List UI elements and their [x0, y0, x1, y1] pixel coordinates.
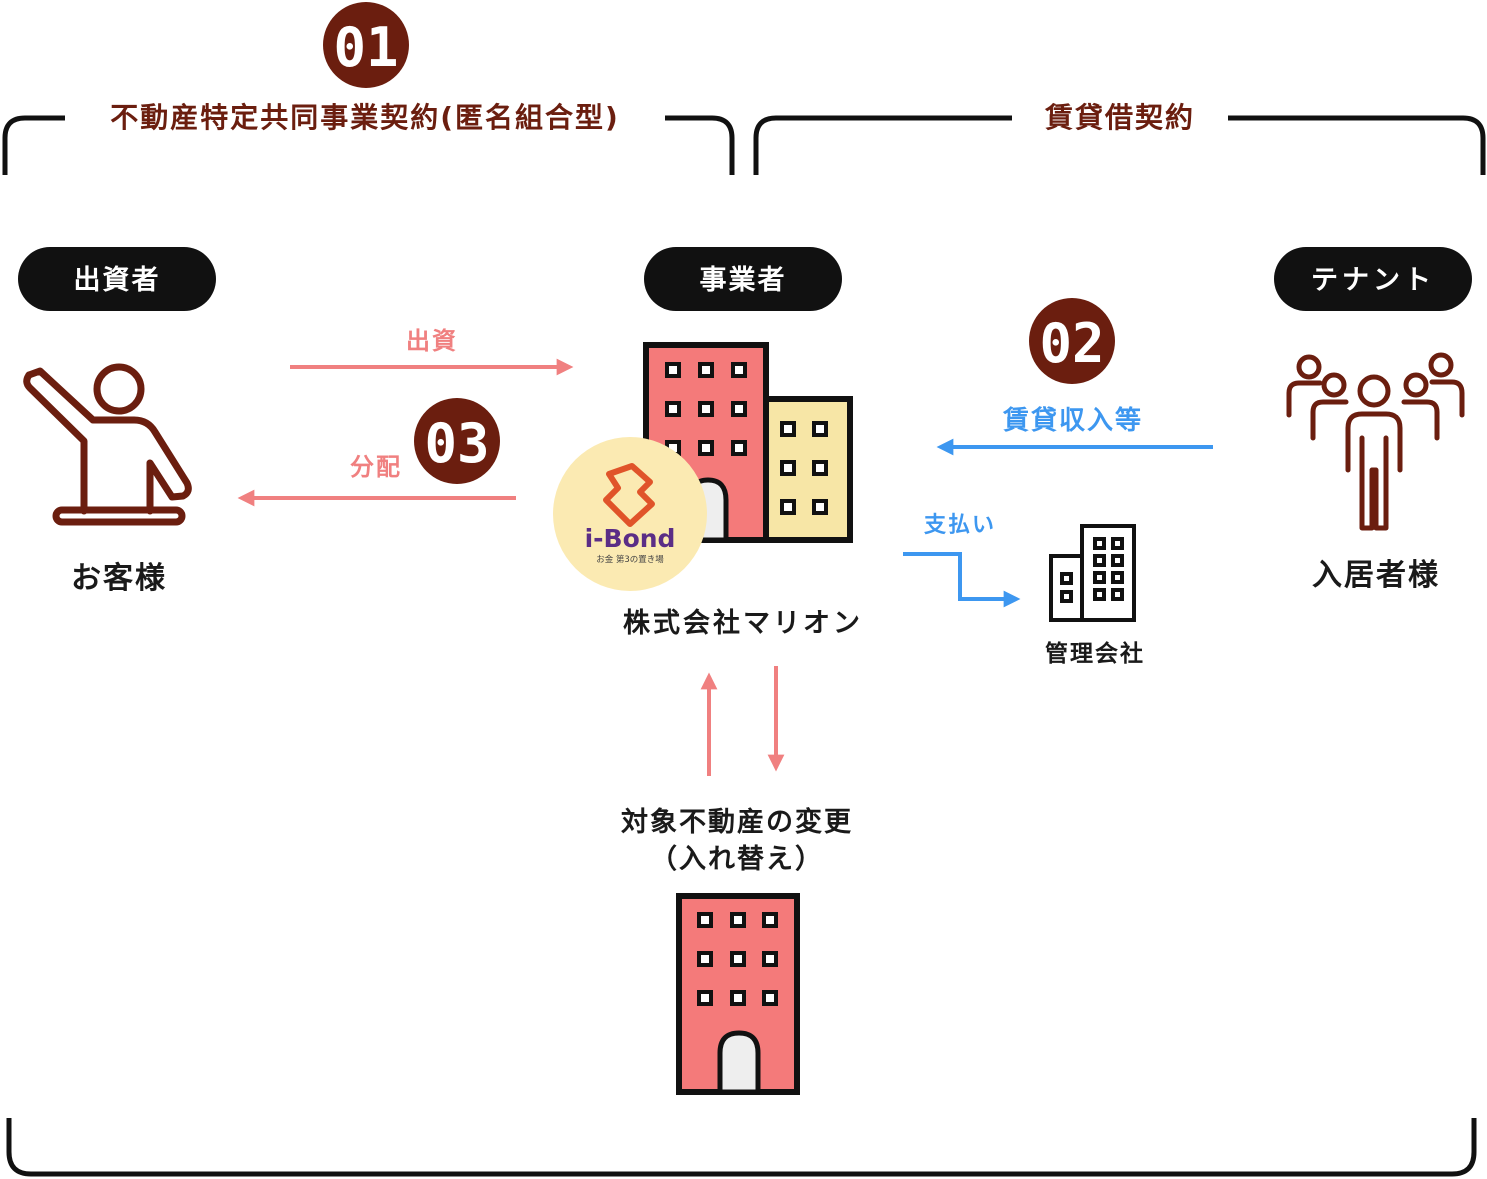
customer-label: お客様	[71, 561, 167, 596]
step-badge-01: 01	[323, 2, 409, 88]
payment-arrow: 支払い	[903, 513, 1021, 608]
step-badge-03: 03	[414, 398, 500, 484]
contract-right-label: 賃貸借契約	[1044, 101, 1195, 134]
svg-text:01: 01	[333, 16, 398, 79]
management-building-icon	[1049, 524, 1136, 622]
payment-label: 支払い	[924, 513, 996, 538]
distribution-label: 分配	[350, 453, 402, 481]
management-label: 管理会社	[1045, 640, 1145, 667]
role-pill-operator: 事業者	[644, 247, 842, 311]
group-people-icon	[1286, 352, 1465, 531]
contract-bracket-left: 不動産特定共同事業契約(匿名組合型)	[2, 101, 735, 175]
i-bond-logo: i-Bond お金 第3の置き場	[553, 437, 707, 591]
residents-label: 入居者様	[1312, 558, 1440, 593]
contract-left-label: 不動産特定共同事業契約(匿名組合型)	[110, 101, 620, 134]
svg-text:事業者: 事業者	[700, 265, 787, 296]
role-pill-tenant: テナント	[1274, 247, 1472, 311]
svg-text:出資者: 出資者	[74, 265, 161, 296]
logo-name: i-Bond	[585, 524, 676, 553]
distribution-arrow: 分配	[237, 453, 516, 507]
svg-text:テナント: テナント	[1311, 265, 1435, 296]
person-raising-hand-icon	[23, 363, 192, 526]
role-pill-investor: 出資者	[18, 247, 216, 311]
svg-text:03: 03	[424, 412, 489, 475]
svg-text:02: 02	[1039, 312, 1104, 375]
investment-arrow: 出資	[290, 327, 574, 376]
step-badge-02: 02	[1029, 298, 1115, 384]
property-change-arrows	[700, 666, 785, 776]
replacement-building-icon	[676, 893, 800, 1095]
logo-tagline: お金 第3の置き場	[596, 554, 664, 565]
company-label: 株式会社マリオン	[623, 607, 863, 639]
investment-label: 出資	[406, 327, 458, 355]
rent-income-arrow: 賃貸収入等	[936, 405, 1213, 456]
rent-income-label: 賃貸収入等	[1002, 405, 1143, 436]
property-change-label: 対象不動産の変更	[621, 806, 853, 838]
property-change-sublabel: （入れ替え）	[650, 844, 824, 875]
contract-bracket-right: 賃貸借契約	[753, 101, 1486, 175]
bottom-bracket	[6, 1118, 1477, 1177]
